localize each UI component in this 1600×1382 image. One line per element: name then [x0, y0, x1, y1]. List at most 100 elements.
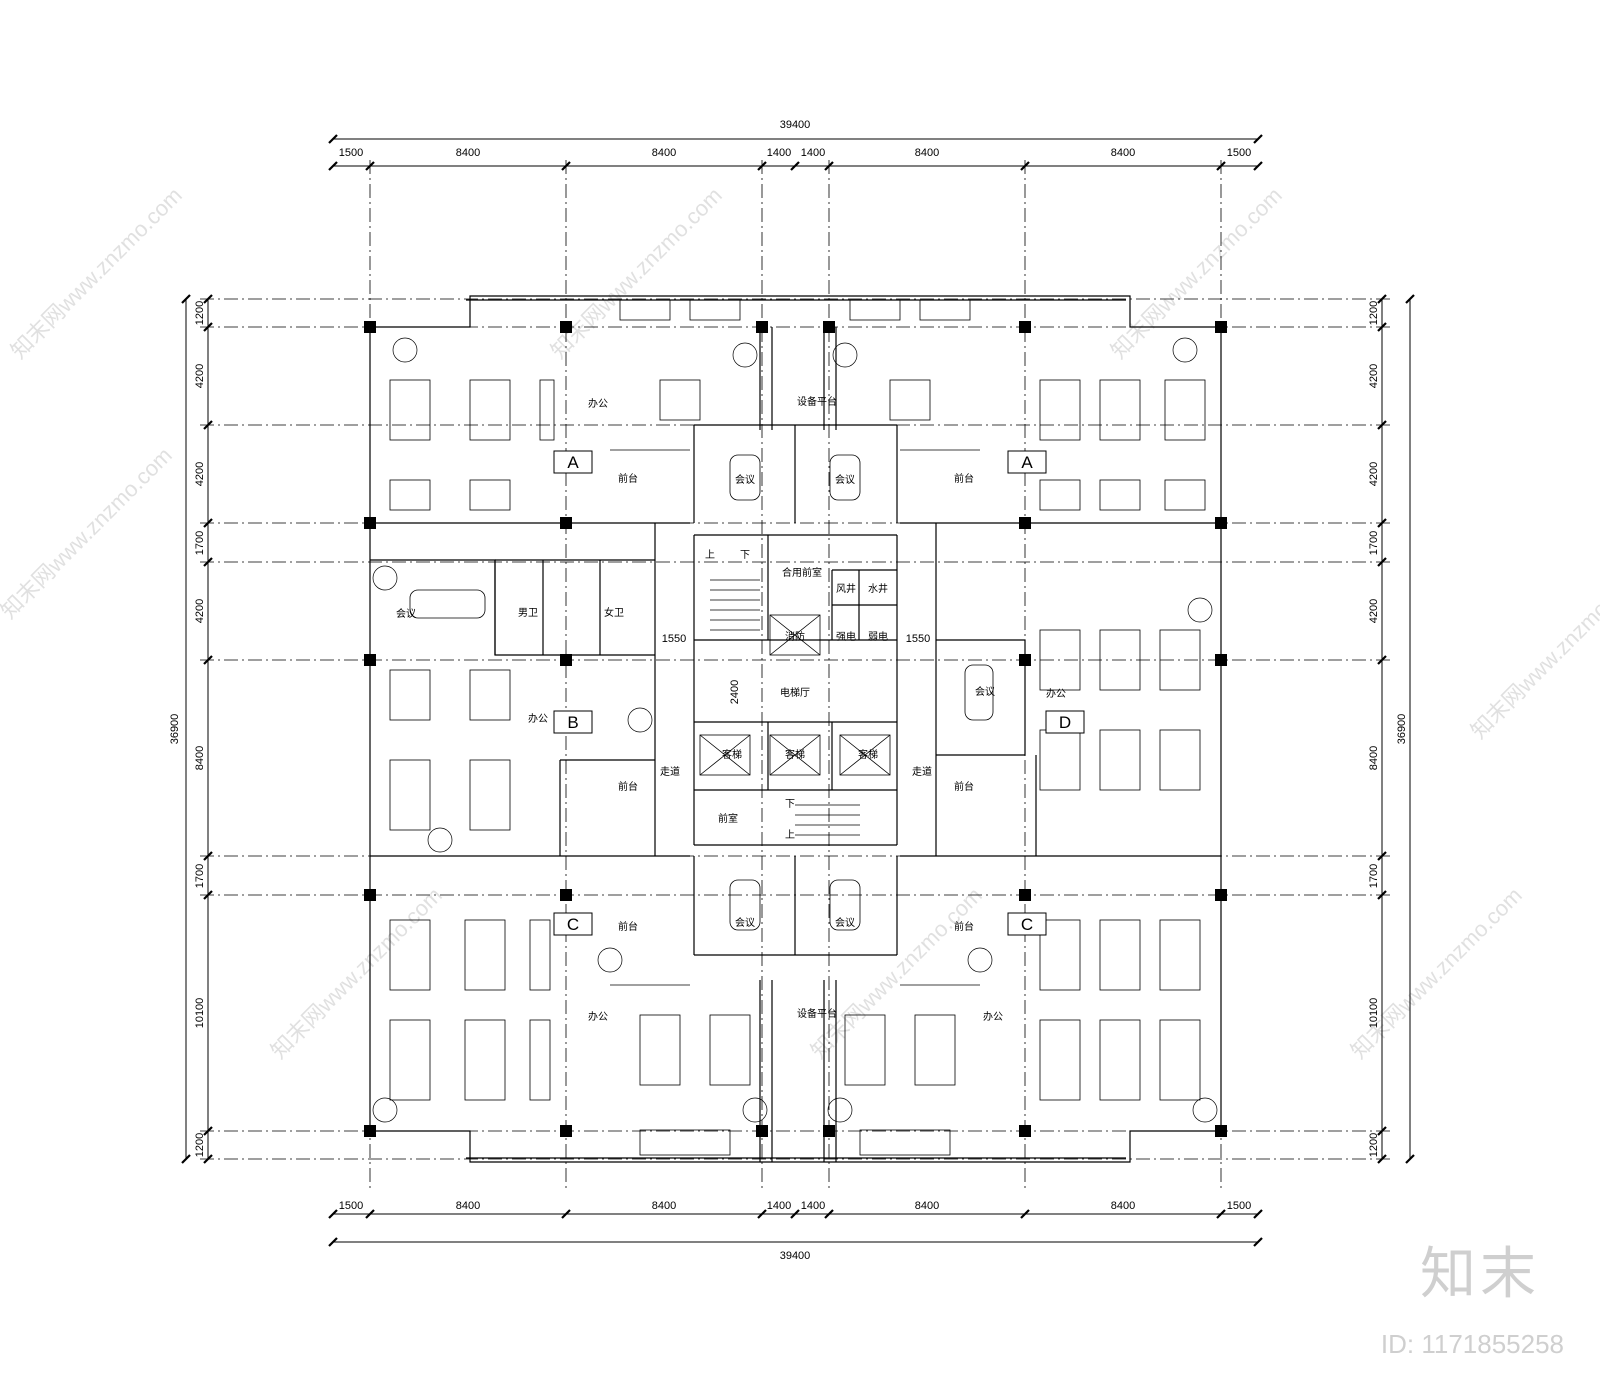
meeting-table — [829, 879, 861, 931]
watermark-layer: 知末网www.znzmo.com 知末网www.znzmo.com 知末网www… — [0, 182, 1600, 1063]
overall-width-bottom: 39400 — [780, 1250, 811, 1262]
plant-icon — [392, 337, 418, 363]
bottom-dim-1: 1500 — [339, 1200, 363, 1212]
strong-power-label: 强电 — [836, 630, 856, 643]
watermark-text: 知末网www.znzmo.com — [546, 182, 727, 363]
equipment-platform-label: 设备平台 — [797, 1007, 837, 1020]
bottom-dim-6: 8400 — [915, 1200, 939, 1212]
watermark-text: 知末网www.znzmo.com — [266, 882, 447, 1063]
desk-cluster — [1039, 379, 1206, 511]
right-dim-5: 4200 — [1368, 599, 1380, 623]
water-shaft-label: 水井 — [868, 582, 888, 595]
asset-id: ID: 1171855258 — [1380, 1329, 1564, 1359]
left-dim-4: 1700 — [194, 531, 206, 555]
top-dim-2: 8400 — [456, 147, 480, 159]
antechamber-label: 前室 — [718, 812, 738, 825]
meeting-label: 会议 — [735, 473, 755, 486]
equipment-platform-label: 设备平台 — [797, 395, 837, 408]
plant-icon — [372, 1097, 398, 1123]
dimension-texts: 39400 1500 8400 8400 1400 1400 8400 8400… — [169, 119, 1408, 1262]
watermark-text: 知末网www.znzmo.com — [1466, 562, 1600, 743]
right-dim-6: 8400 — [1368, 746, 1380, 770]
watermark-text: 知末网www.znzmo.com — [6, 182, 187, 363]
left-dim-3: 4200 — [194, 462, 206, 486]
dimension-lines — [181, 134, 1415, 1247]
building-walls — [369, 295, 1222, 1163]
left-dim-9: 1200 — [194, 1133, 206, 1157]
meeting-table — [729, 879, 761, 931]
bottom-dim-8: 1500 — [1227, 1200, 1251, 1212]
bottom-dim-3: 8400 — [652, 1200, 676, 1212]
plant-icon — [1192, 1097, 1218, 1123]
meeting-table — [409, 589, 486, 619]
structural-columns — [364, 321, 1227, 1137]
watermark-text: 知末网www.znzmo.com — [806, 882, 987, 1063]
zone-c-left: C — [567, 915, 579, 934]
corridor-label: 走道 — [912, 765, 932, 778]
desk-cluster — [389, 379, 555, 511]
zone-a-right: A — [1021, 453, 1033, 472]
left-overall-height: 36900 — [169, 714, 181, 745]
desk-cluster — [639, 1014, 751, 1156]
meeting-label: 会议 — [835, 916, 855, 929]
corridor-width-right: 1550 — [906, 633, 930, 645]
office-label: 办公 — [588, 1010, 608, 1023]
right-dim-1: 1200 — [1368, 301, 1380, 325]
meeting-label: 会议 — [835, 473, 855, 486]
workstation-clusters — [389, 299, 1206, 1156]
corridor-width-left: 1550 — [662, 633, 686, 645]
top-dim-8: 1500 — [1227, 147, 1251, 159]
plant-icon — [372, 565, 398, 591]
overall-width-top: 39400 — [780, 119, 811, 131]
plant-icon — [427, 827, 453, 853]
plant-icon — [1187, 597, 1213, 623]
desk-cluster — [1039, 629, 1201, 791]
right-dim-9: 1200 — [1368, 1133, 1380, 1157]
plant-icon — [1172, 337, 1198, 363]
zone-b: B — [567, 713, 578, 732]
womens-toilet-label: 女卫 — [604, 606, 624, 619]
meeting-label: 会议 — [735, 916, 755, 929]
office-label: 办公 — [983, 1010, 1003, 1023]
bottom-dim-5: 1400 — [801, 1200, 825, 1212]
left-dim-2: 4200 — [194, 364, 206, 388]
shared-vestibule-label: 合用前室 — [782, 566, 822, 579]
office-label: 办公 — [588, 397, 608, 410]
plant-icon — [742, 1097, 768, 1123]
left-dim-1: 1200 — [194, 301, 206, 325]
elevator-hall-label: 电梯厅 — [780, 686, 810, 699]
air-shaft-label: 风井 — [836, 582, 856, 595]
desk-cluster — [849, 299, 971, 421]
meeting-table — [729, 454, 761, 501]
plant-icon — [732, 342, 758, 368]
watermark-text: 知末网www.znzmo.com — [0, 442, 177, 623]
left-dim-7: 1700 — [194, 864, 206, 888]
mens-toilet-label: 男卫 — [518, 607, 538, 619]
meeting-label: 会议 — [975, 685, 995, 698]
room-labels: 办公 办公 办公 办公 办公 前台 前台 前台 前台 前台 前台 会议 会议 会… — [396, 395, 1066, 1023]
right-dim-4: 1700 — [1368, 531, 1380, 555]
top-dim-1: 1500 — [339, 147, 363, 159]
weak-power-label: 弱电 — [868, 630, 888, 643]
top-dim-5: 1400 — [801, 147, 825, 159]
axis-grid — [200, 160, 1390, 1190]
meeting-label: 会议 — [396, 607, 416, 620]
passenger-elevator-label: 客梯 — [722, 748, 742, 761]
meeting-table — [964, 664, 994, 721]
reception-label: 前台 — [954, 472, 974, 485]
left-dim-6: 8400 — [194, 746, 206, 770]
desk-cluster — [619, 299, 741, 421]
top-dim-3: 8400 — [652, 147, 676, 159]
desk-cluster — [389, 669, 511, 831]
reception-label: 前台 — [618, 472, 638, 485]
brand-logo: 知末 — [1420, 1242, 1540, 1307]
stair-up-label: 上 — [785, 829, 795, 841]
desk-cluster — [389, 919, 551, 1101]
reception-label: 前台 — [618, 780, 638, 793]
stair-down-label: 下 — [785, 799, 795, 810]
corridor-label: 走道 — [660, 765, 680, 778]
top-dim-6: 8400 — [915, 147, 939, 159]
top-dim-7: 8400 — [1111, 147, 1135, 159]
zone-c-right: C — [1021, 915, 1033, 934]
top-dim-4: 1400 — [767, 147, 791, 159]
